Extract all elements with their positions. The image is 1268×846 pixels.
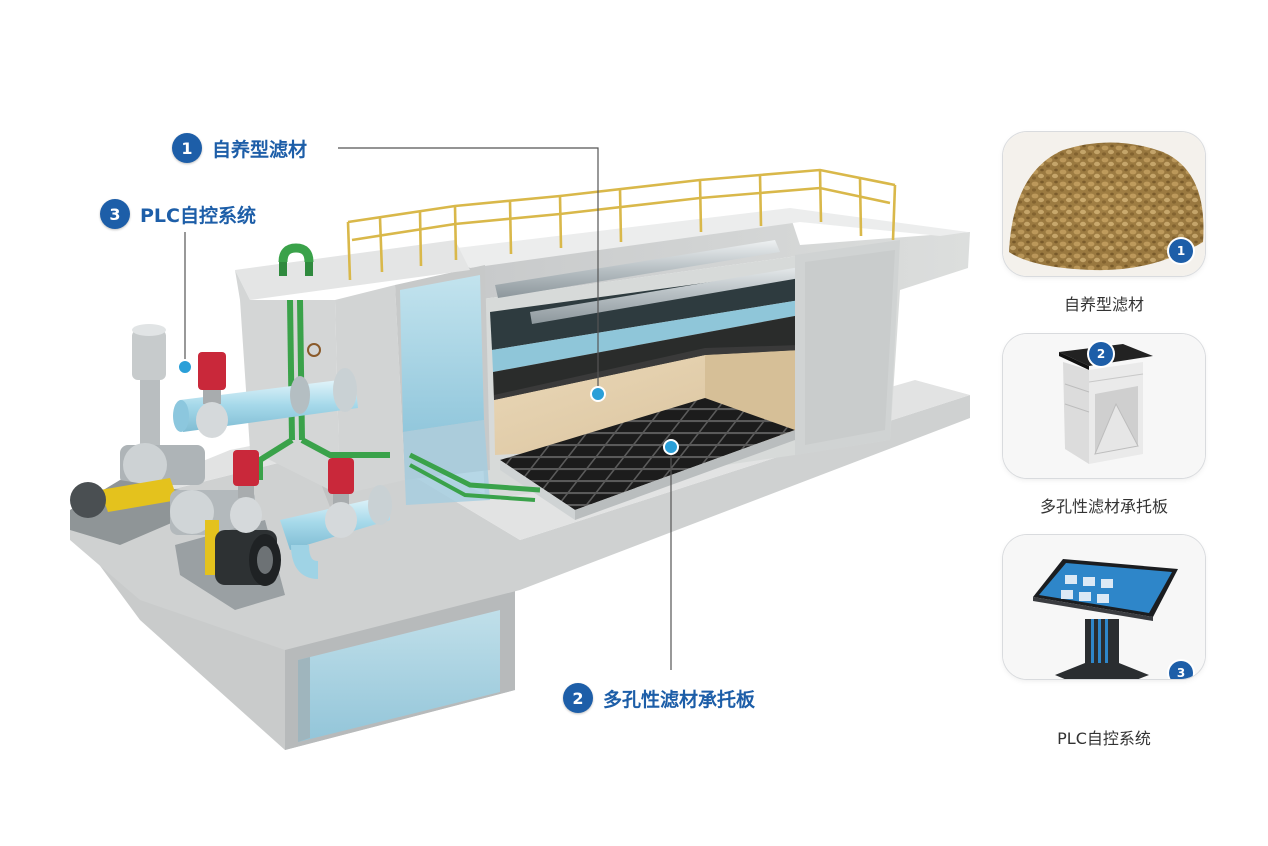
callout-label: PLC自控系统 [140, 204, 256, 227]
card-plc-system[interactable]: 3 [1003, 535, 1205, 679]
hotspot-filter-media[interactable] [590, 386, 606, 402]
pump-valve-1 [196, 352, 228, 438]
card-caption: 多孔性滤材承托板 [1039, 497, 1168, 516]
callout-label: 多孔性滤材承托板 [603, 688, 756, 711]
callout-number-badge: 3 [100, 199, 130, 229]
card-caption: 自养型滤材 [1063, 295, 1144, 314]
callout-number-badge: 1 [172, 133, 202, 163]
plc-touchscreen-kiosk-icon [1003, 535, 1205, 679]
filter-media-granules-icon [1003, 132, 1205, 276]
pump-valve-3 [325, 458, 357, 538]
callout-filter-media[interactable]: 1 自养型滤材 [172, 133, 307, 163]
card-caption: PLC自控系统 [1057, 729, 1151, 748]
green-pipes [257, 243, 541, 502]
pump-valve-2 [230, 450, 262, 533]
blower-unit-1 [70, 443, 205, 545]
support-plate-module-icon [1003, 334, 1205, 478]
safety-railing [346, 168, 897, 281]
blower-unit-2 [170, 490, 285, 610]
card-filter-media[interactable]: 1 [1003, 132, 1205, 276]
card-number-badge: 2 [1089, 342, 1113, 366]
callout-number-badge: 2 [563, 683, 593, 713]
leader-lines [184, 147, 672, 670]
blower-silencer [132, 324, 166, 450]
handwheel-valve [307, 343, 321, 357]
callout-label: 自养型滤材 [212, 138, 308, 161]
hotspot-plc[interactable] [177, 359, 193, 375]
callout-plc-system[interactable]: 3 PLC自控系统 [100, 199, 256, 229]
card-support-plate[interactable]: 2 [1003, 334, 1205, 478]
card-number-badge: 3 [1169, 661, 1193, 679]
callout-support-plate[interactable]: 2 多孔性滤材承托板 [563, 683, 755, 713]
card-number-badge: 1 [1169, 239, 1193, 263]
hotspot-markers [177, 359, 679, 455]
hotspot-support-plate[interactable] [663, 439, 679, 455]
